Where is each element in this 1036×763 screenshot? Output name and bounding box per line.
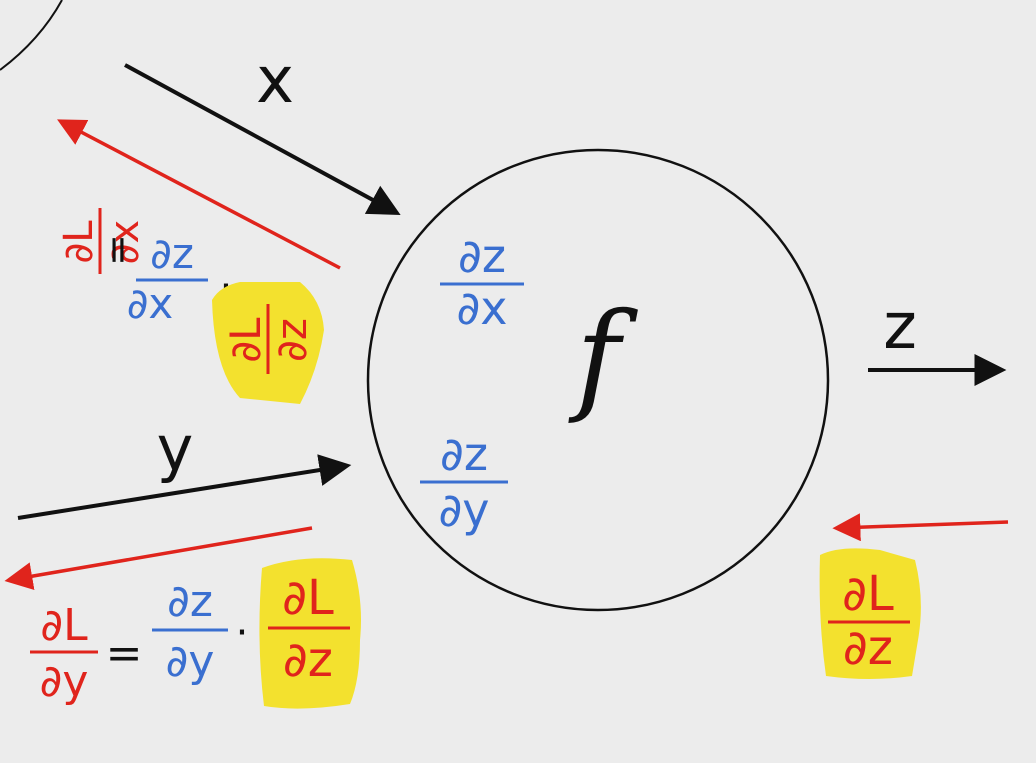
input-y-arrow (17, 454, 352, 520)
backward-arrow-x (57, 119, 341, 270)
local-grad-y-den: ∂y (438, 483, 489, 537)
grad-x-lhs-den: ∂x (102, 220, 148, 264)
grad-y-local-num: ∂z (167, 576, 213, 627)
grad-y-equals: = (106, 628, 143, 679)
output-z-label: z (883, 290, 917, 364)
grad-x-equals: = (95, 234, 139, 266)
grad-y-upstream-num: ∂L (282, 570, 334, 626)
grad-x-upstream-num: ∂L (221, 317, 270, 363)
local-grad-x-num: ∂z (458, 229, 506, 283)
input-x-label: x (256, 44, 294, 118)
grad-x-local: ∂z ∂x (127, 229, 208, 328)
backward-arrow-upstream (832, 513, 1009, 542)
grad-x-upstream: ∂L ∂z (212, 282, 324, 404)
upstream-num: ∂L (842, 566, 894, 622)
grad-x-lhs-num: ∂L (56, 220, 102, 264)
grad-x-upstream-den: ∂z (267, 318, 316, 362)
grad-y-lhs-num: ∂L (40, 600, 88, 651)
local-grad-x-inside: ∂z ∂x (440, 229, 524, 335)
upstream-den: ∂z (843, 620, 893, 676)
function-label: f (568, 288, 639, 427)
grad-y-times: · (236, 610, 249, 656)
grad-x-local-num: ∂z (150, 229, 194, 278)
grad-y-local-den: ∂y (166, 636, 215, 687)
grad-x-equation: ∂L ∂x (56, 208, 148, 274)
previous-node-arc (0, 0, 63, 71)
grad-y-upstream-highlight (259, 558, 361, 709)
local-grad-y-num: ∂z (440, 427, 488, 481)
grad-y-upstream-den: ∂z (283, 632, 333, 688)
upstream-gradient: ∂L ∂z (819, 548, 921, 679)
local-grad-x-den: ∂x (456, 281, 507, 335)
grad-x-local-den: ∂x (127, 279, 174, 328)
grad-y-lhs-den: ∂y (40, 656, 89, 707)
upstream-highlight (819, 548, 921, 679)
backward-arrow-y (4, 526, 313, 590)
local-grad-y-inside: ∂z ∂y (420, 427, 508, 537)
grad-y-equation: ∂L ∂y = ∂z ∂y · ∂L ∂z (30, 558, 361, 709)
input-y-label: y (157, 412, 194, 485)
input-x-arrow (124, 63, 401, 216)
function-node-circle (366, 148, 830, 612)
